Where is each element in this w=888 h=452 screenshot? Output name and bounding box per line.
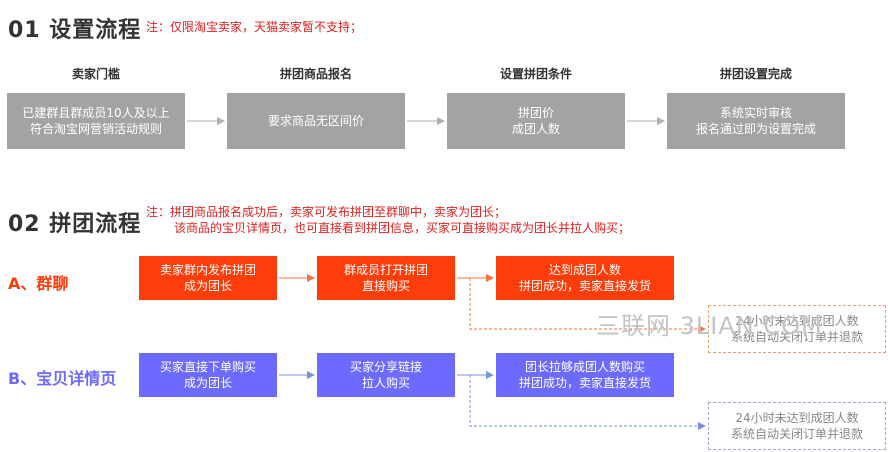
section1-title: 01 设置流程 (8, 18, 142, 43)
step-heading-seller-threshold: 卖家门槛 (71, 67, 120, 81)
flow-b-label: B、宝贝详情页 (8, 369, 117, 388)
step-heading-group-conditions: 设置拼团条件 (499, 67, 572, 81)
step-box-group-conditions: 拼团价 成团人数 (447, 93, 625, 149)
flow-a-label: A、群聊 (8, 274, 69, 293)
flow-b-step2: 买家分享链接 拉人购买 (317, 353, 455, 397)
section1-note: 注：仅限淘宝卖家，天猫卖家暂不支持； (146, 20, 363, 34)
step-box-setup-complete: 系统实时审核 报名通过即为设置完成 (667, 93, 845, 149)
step-box-product-signup: 要求商品无区间价 (227, 93, 405, 149)
flow-a-step1: 卖家群内发布拼团 成为团长 (139, 256, 277, 300)
watermark: 三联网 3LIAN.COM (596, 312, 823, 340)
arrow-b-fail (469, 375, 706, 430)
flow-a-fail-box: 24小时未达到成团人数 系统自动关闭订单并退款 (708, 305, 886, 353)
step-heading-setup-complete: 拼团设置完成 (719, 67, 792, 81)
flow-b-step3: 团长拉够成团人数购买 拼团成功，卖家直接发货 (496, 353, 674, 397)
flow-b-step1: 买家直接下单购买 成为团长 (139, 353, 277, 397)
section2-title: 02 拼团流程 (8, 212, 142, 237)
step-heading-product-signup: 拼团商品报名 (279, 67, 352, 81)
step-box-seller-threshold: 已建群且群成员10人及以上 符合淘宝网营销活动规则 (7, 93, 185, 149)
section2-note-line1: 注：拼团商品报名成功后，卖家可发布拼团至群聊中，卖家为团长； (146, 205, 507, 219)
flow-b-fail-box: 24小时未达到成团人数 系统自动关闭订单并退款 (708, 402, 886, 450)
arrow-a-fail (469, 278, 706, 333)
flow-a-step3: 达到成团人数 拼团成功，卖家直接发货 (496, 256, 674, 300)
section2-note-line2: 该商品的宝贝详情页，也可直接看到拼团信息，买家可直接购买成为团长并拉人购买； (174, 221, 631, 235)
flow-a-step2: 群成员打开拼团 直接购买 (317, 256, 455, 300)
